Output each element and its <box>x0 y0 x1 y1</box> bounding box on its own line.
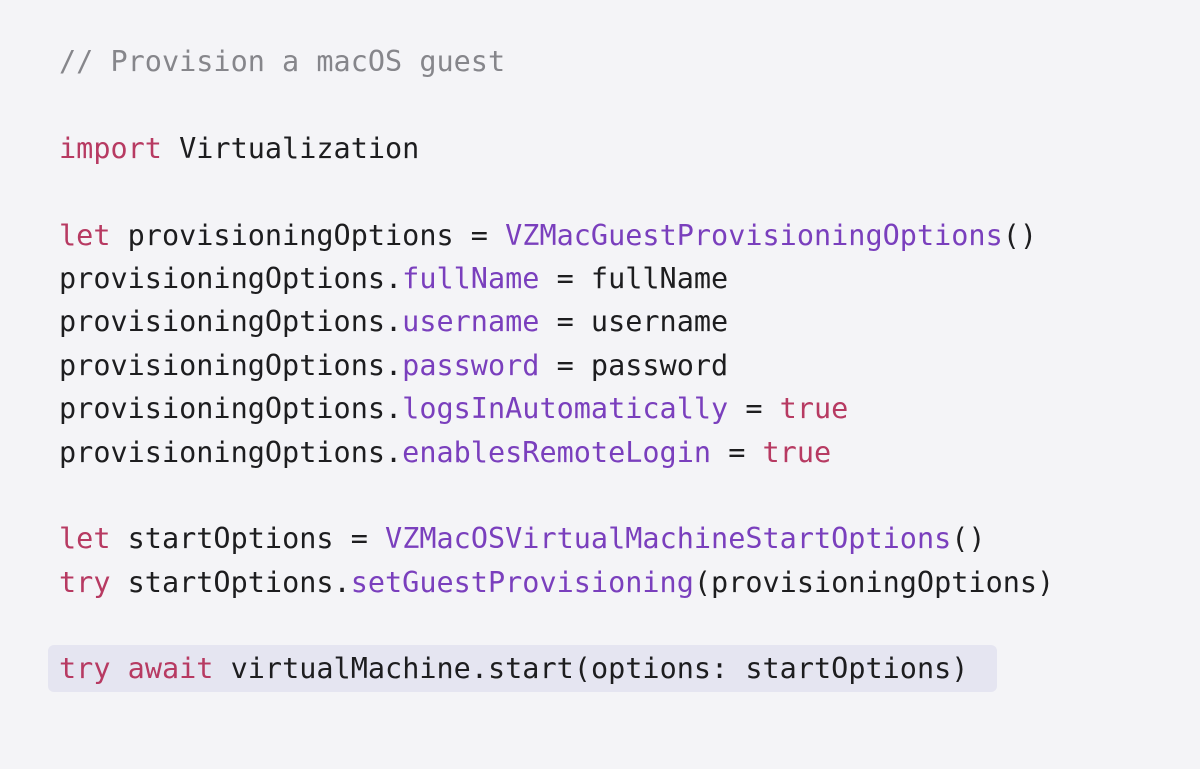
code-token-type: logsInAutomatically <box>402 392 729 426</box>
code-token-plain: startOptions = <box>110 522 386 556</box>
code-token-comment: // Provision a macOS guest <box>59 45 506 78</box>
code-token-type: setGuestProvisioning <box>350 565 694 599</box>
code-token-keyword: try <box>59 565 111 599</box>
code-token-type: VZMacOSVirtualMachineStartOptions <box>385 522 952 556</box>
code-token-plain: = <box>711 435 763 469</box>
code-line <box>59 604 1200 647</box>
code-token-plain: virtualMachine.start(options: startOptio… <box>213 652 969 686</box>
code-line: provisioningOptions.logsInAutomatically … <box>59 387 1200 430</box>
code-token-plain: Virtualization <box>161 131 420 165</box>
code-token-plain: = password <box>539 348 729 382</box>
code-token-keyword: import <box>59 131 162 165</box>
code-token-plain: startOptions. <box>110 565 351 599</box>
code-token-keyword: await <box>127 652 214 686</box>
code-token-plain: (provisioningOptions) <box>693 565 1055 599</box>
code-token-plain: = username <box>539 305 729 339</box>
code-line: import Virtualization <box>59 127 1200 170</box>
code-token-plain: provisioningOptions. <box>59 305 403 339</box>
code-token-plain <box>110 652 127 685</box>
code-line <box>59 83 1200 126</box>
code-token-type: VZMacGuestProvisioningOptions <box>505 218 1003 252</box>
code-token-type: password <box>402 348 540 382</box>
code-line-highlighted: try await virtualMachine.start(options: … <box>48 645 1200 693</box>
code-token-plain: () <box>1002 218 1038 252</box>
code-token-plain: provisioningOptions = <box>110 218 506 252</box>
code-token-plain: () <box>951 522 986 556</box>
code-line: // Provision a macOS guest <box>59 40 1200 83</box>
code-token-plain: provisioningOptions. <box>59 348 403 382</box>
code-token-plain: provisioningOptions. <box>59 261 403 295</box>
code-line <box>59 170 1200 213</box>
code-line: let startOptions = VZMacOSVirtualMachine… <box>59 517 1200 560</box>
code-token-plain: provisioningOptions. <box>59 435 403 469</box>
code-token-type: enablesRemoteLogin <box>402 435 712 469</box>
code-line: provisioningOptions.enablesRemoteLogin =… <box>59 431 1200 474</box>
code-line: provisioningOptions.username = username <box>59 300 1200 343</box>
code-token-keyword: true <box>779 392 849 426</box>
code-line: let provisioningOptions = VZMacGuestProv… <box>59 214 1200 257</box>
code-token-type: username <box>402 305 540 339</box>
code-token-plain: = fullName <box>539 261 729 295</box>
code-token-plain: = <box>728 392 780 426</box>
code-line: provisioningOptions.fullName = fullName <box>59 257 1200 300</box>
code-token-keyword: let <box>59 218 111 252</box>
code-token-type: fullName <box>402 261 540 295</box>
code-token-keyword: true <box>762 435 832 469</box>
code-token-keyword: let <box>59 522 111 556</box>
code-block[interactable]: // Provision a macOS guest import Virtual… <box>48 40 1200 693</box>
code-token-keyword: try <box>59 652 111 686</box>
code-token-plain: provisioningOptions. <box>59 392 403 426</box>
code-line: provisioningOptions.password = password <box>59 344 1200 387</box>
code-line <box>59 474 1200 517</box>
code-line: try startOptions.setGuestProvisioning(pr… <box>59 561 1200 604</box>
